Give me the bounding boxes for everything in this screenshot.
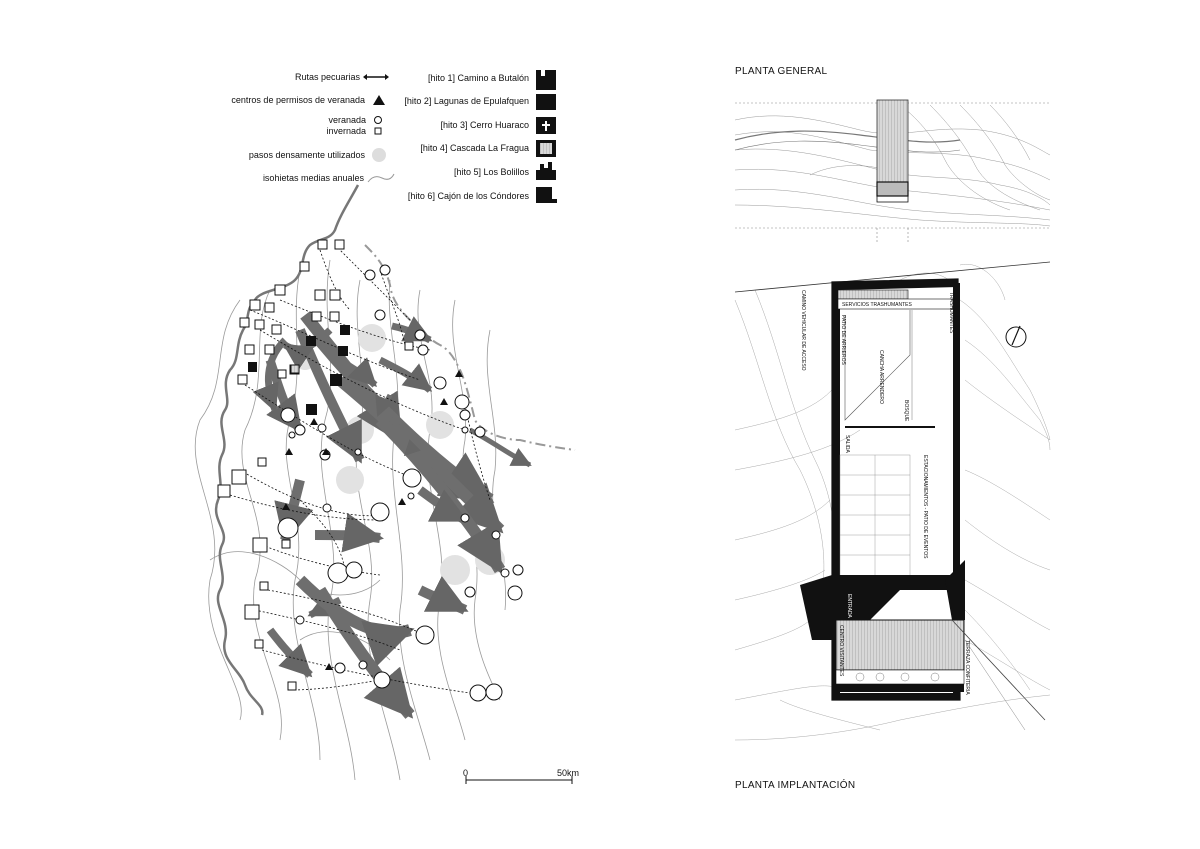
grey-dot-icon xyxy=(372,148,386,162)
entrada-label: ENTRADA xyxy=(846,594,852,619)
map-landmarks xyxy=(248,325,350,415)
road-edge xyxy=(734,261,1051,293)
landmark-label-4: [hito 4] Cascada La Fragua xyxy=(420,143,529,153)
invernada-markers xyxy=(217,239,414,691)
landmark-1-icon xyxy=(536,70,556,90)
permit-center-markers xyxy=(282,370,463,670)
landmark-6-icon xyxy=(536,187,557,203)
cancha-label: CANCHA ARRENDERO xyxy=(878,350,884,404)
salida-label: SALIDA xyxy=(844,435,850,453)
landmark-label-6: [hito 6] Cajón de los Cóndores xyxy=(408,191,530,201)
site-plan: SERVICIOS TRASHUMANTES CAMINO VEHICULAR … xyxy=(734,261,1051,741)
site-plan-labels: CAMINO VEHICULAR DE ACCESO PATIO DE ARRI… xyxy=(800,290,970,695)
legend-routes-label: Rutas pecuarias xyxy=(295,72,361,82)
camino-label: CAMINO VEHICULAR DE ACCESO xyxy=(800,290,806,371)
landmark-3-icon xyxy=(536,117,556,134)
general-plan-title: PLANTA GENERAL xyxy=(735,66,828,77)
scale-end-label: 50km xyxy=(557,768,579,778)
landmark-label-3: [hito 3] Cerro Huaraco xyxy=(440,120,529,130)
dashed-boundary xyxy=(364,244,576,451)
legend-permit-centers-label: centros de permisos de veranada xyxy=(231,95,365,105)
square-icon xyxy=(374,127,382,135)
centro-label: CENTRO VISITANTES xyxy=(838,625,844,677)
scale-bar: 0 50km xyxy=(463,768,579,784)
patio-arrieros-label: PATIO DE ARRIEROS xyxy=(840,315,846,365)
landmark-label-2: [hito 2] Lagunas de Epulafquen xyxy=(404,96,529,106)
landmark-label-5: [hito 5] Los Bolillos xyxy=(454,167,530,177)
route-arrow-icon xyxy=(363,74,389,80)
landmark-5-icon xyxy=(536,162,556,180)
trashumantes-label: TRASHUMANTES xyxy=(948,292,954,334)
scale-start-label: 0 xyxy=(463,768,468,778)
terraza-label: TERRAZA CONFITERIA xyxy=(964,640,970,695)
isohyet-line-icon xyxy=(367,173,395,183)
landmark-4-icon xyxy=(536,140,556,157)
landmark-2-icon xyxy=(536,94,556,110)
landmark-legend: [hito 1] Camino a Butalón [hito 2] Lagun… xyxy=(404,70,557,203)
legend-isohyets-label: isohietas medias anuales xyxy=(263,173,365,183)
legend-dense-passes-label: pasos densamente utilizados xyxy=(249,150,366,160)
triangle-icon xyxy=(373,95,385,105)
map-legend: Rutas pecuarias centros de permisos de v… xyxy=(231,72,395,183)
servicios-label: SERVICIOS TRASHUMANTES xyxy=(842,302,912,308)
site-plan-title: PLANTA IMPLANTACIÓN xyxy=(735,778,855,791)
veranada-markers xyxy=(277,264,524,702)
regional-map: 0 50km xyxy=(194,184,579,784)
north-arrow-icon xyxy=(1005,325,1027,348)
border-line xyxy=(214,184,360,716)
legend-invernada-label: invernada xyxy=(326,126,366,136)
general-plan xyxy=(734,99,1051,243)
bosque-label: BOSQUE xyxy=(903,400,909,422)
landmark-label-1: [hito 1] Camino a Butalón xyxy=(428,73,529,83)
estacionamientos-label: ESTACIONAMIENTOS - PATIO DE EVENTOS xyxy=(922,455,928,559)
legend-veranada-label: veranada xyxy=(328,115,366,125)
circle-icon xyxy=(374,116,382,124)
route-arrows xyxy=(252,311,532,719)
